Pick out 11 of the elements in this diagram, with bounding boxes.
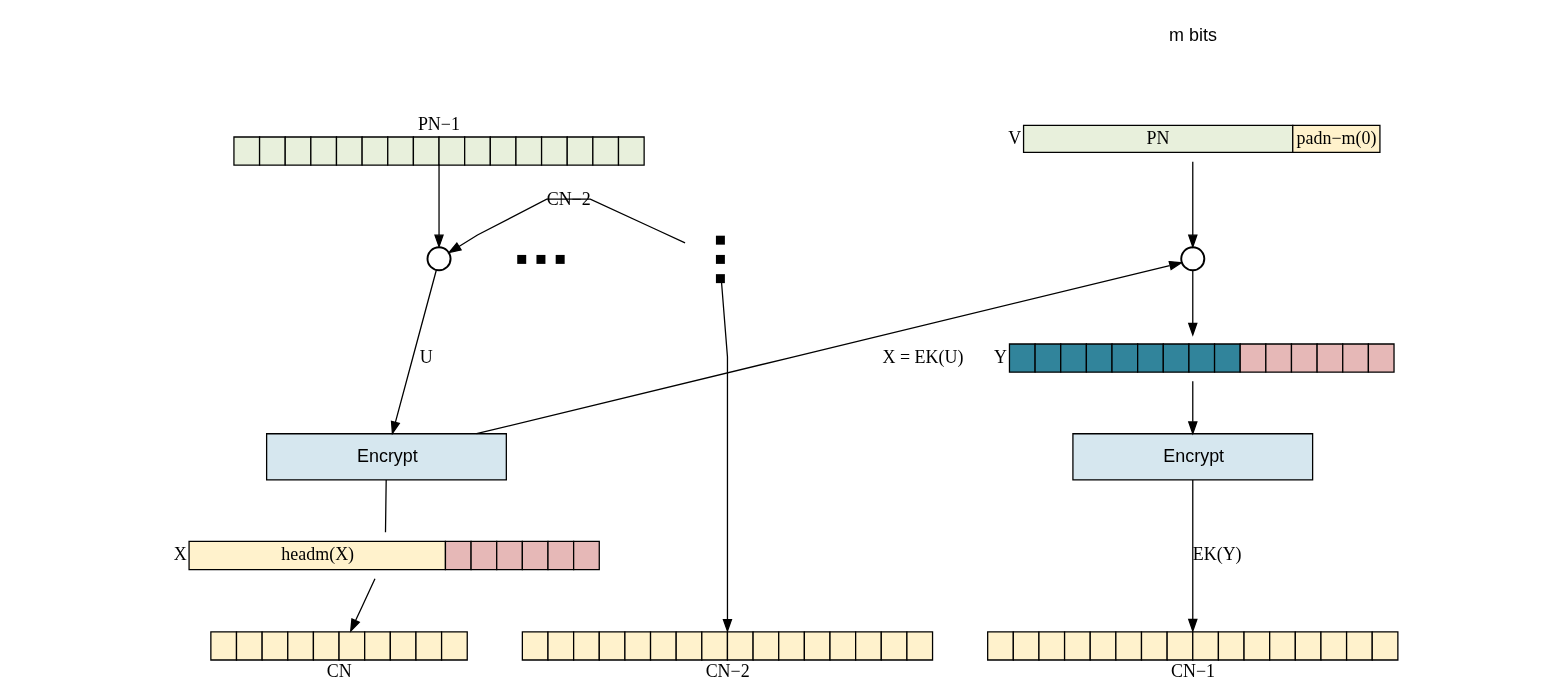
node-label: V [1007,127,1021,148]
node-label: CN−2 [705,660,750,681]
node-label: X [173,544,187,565]
node-label: CN [326,660,352,681]
node-label: Y [993,346,1007,367]
edge-label: U [419,346,433,367]
edge-label: EK(Y) [1192,544,1242,565]
label: m bits [1168,25,1217,46]
edge-label: X = EK(U) [882,346,963,367]
node-label: PN−1 [417,113,460,134]
node-label: CN−1 [1170,660,1215,681]
